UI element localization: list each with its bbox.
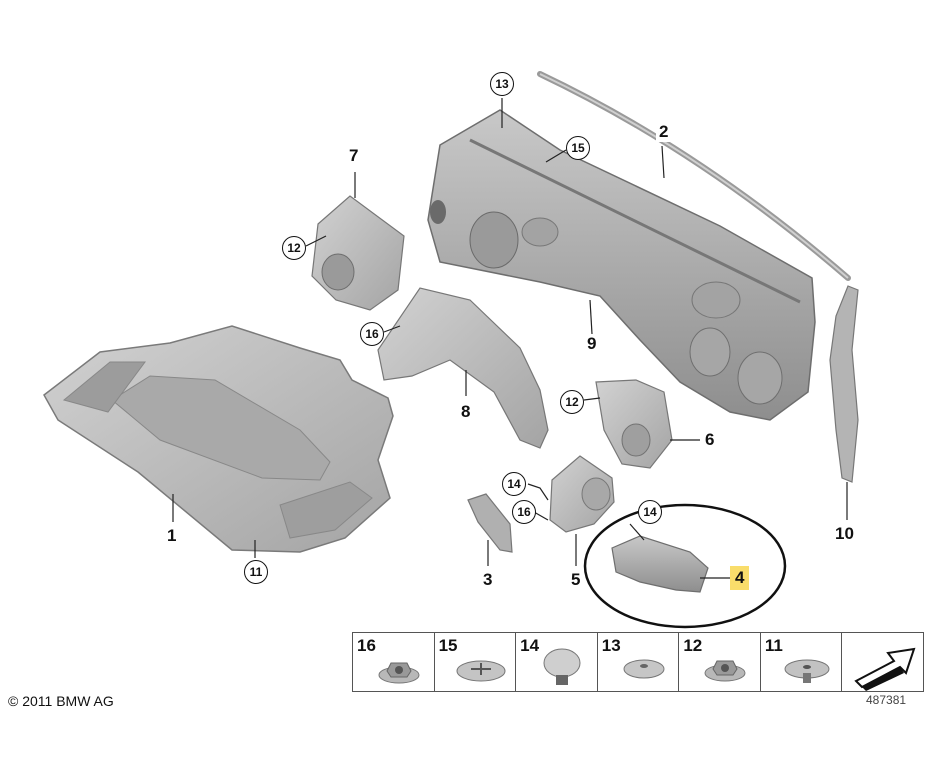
copyright-text: © 2011 BMW AG <box>8 693 114 709</box>
legend-cell-14: 14 <box>516 633 598 691</box>
legend-number: 14 <box>520 636 540 655</box>
legend-number: 13 <box>601 636 621 655</box>
part-3-small-insulation <box>467 493 513 553</box>
callout-2: 2 <box>656 122 672 142</box>
part-10-side-insulation <box>829 285 859 483</box>
direction-arrow-icon <box>854 647 916 691</box>
circled-13: 13 <box>490 72 514 96</box>
legend-number: 16 <box>357 636 376 655</box>
callout-1: 1 <box>164 526 180 546</box>
callout-4: 4 <box>730 566 750 590</box>
callout-6: 6 <box>702 430 718 450</box>
legend-cell-15: 15 <box>435 633 517 691</box>
part-1-insulation-panel <box>43 325 394 553</box>
legend-cell-13: 13 <box>598 633 680 691</box>
callout-7: 7 <box>346 146 362 166</box>
circled-16-upper: 16 <box>360 322 384 346</box>
nut-icon <box>378 662 420 684</box>
legend-number: 12 <box>683 636 703 655</box>
part-9-bulkhead <box>427 109 816 421</box>
callout-5: 5 <box>568 570 584 590</box>
circled-11: 11 <box>244 560 268 584</box>
circled-14-left: 14 <box>502 472 526 496</box>
highlight-oval <box>583 503 787 629</box>
callout-8: 8 <box>458 402 474 422</box>
round-clip-icon <box>623 659 665 679</box>
legend-number: 15 <box>438 636 458 655</box>
hex-nut-icon <box>704 660 746 682</box>
fastener-legend: 16 15 14 13 12 1 <box>352 632 924 692</box>
legend-cell-16: 16 <box>353 633 435 691</box>
part-7-upper-bracket <box>311 195 405 311</box>
legend-cell-12: 12 <box>679 633 761 691</box>
circled-16-lower: 16 <box>512 500 536 524</box>
callout-10: 10 <box>832 524 857 544</box>
push-rivet-icon <box>543 648 581 685</box>
legend-cell-11: 11 <box>761 633 843 691</box>
callout-9: 9 <box>584 334 600 354</box>
part-4-insulation-part <box>611 535 709 593</box>
legend-number: 11 <box>764 636 783 655</box>
circled-14-right: 14 <box>638 500 662 524</box>
part-8-wheel-arch-insulation <box>377 287 549 449</box>
circled-15: 15 <box>566 136 590 160</box>
circled-12-upper: 12 <box>282 236 306 260</box>
clip-nut-icon <box>456 660 506 682</box>
legend-cell-arrow <box>842 633 923 691</box>
callout-3: 3 <box>480 570 496 590</box>
circled-12-lower: 12 <box>560 390 584 414</box>
document-number: 487381 <box>866 693 907 707</box>
spreader-nut-icon <box>784 659 830 683</box>
